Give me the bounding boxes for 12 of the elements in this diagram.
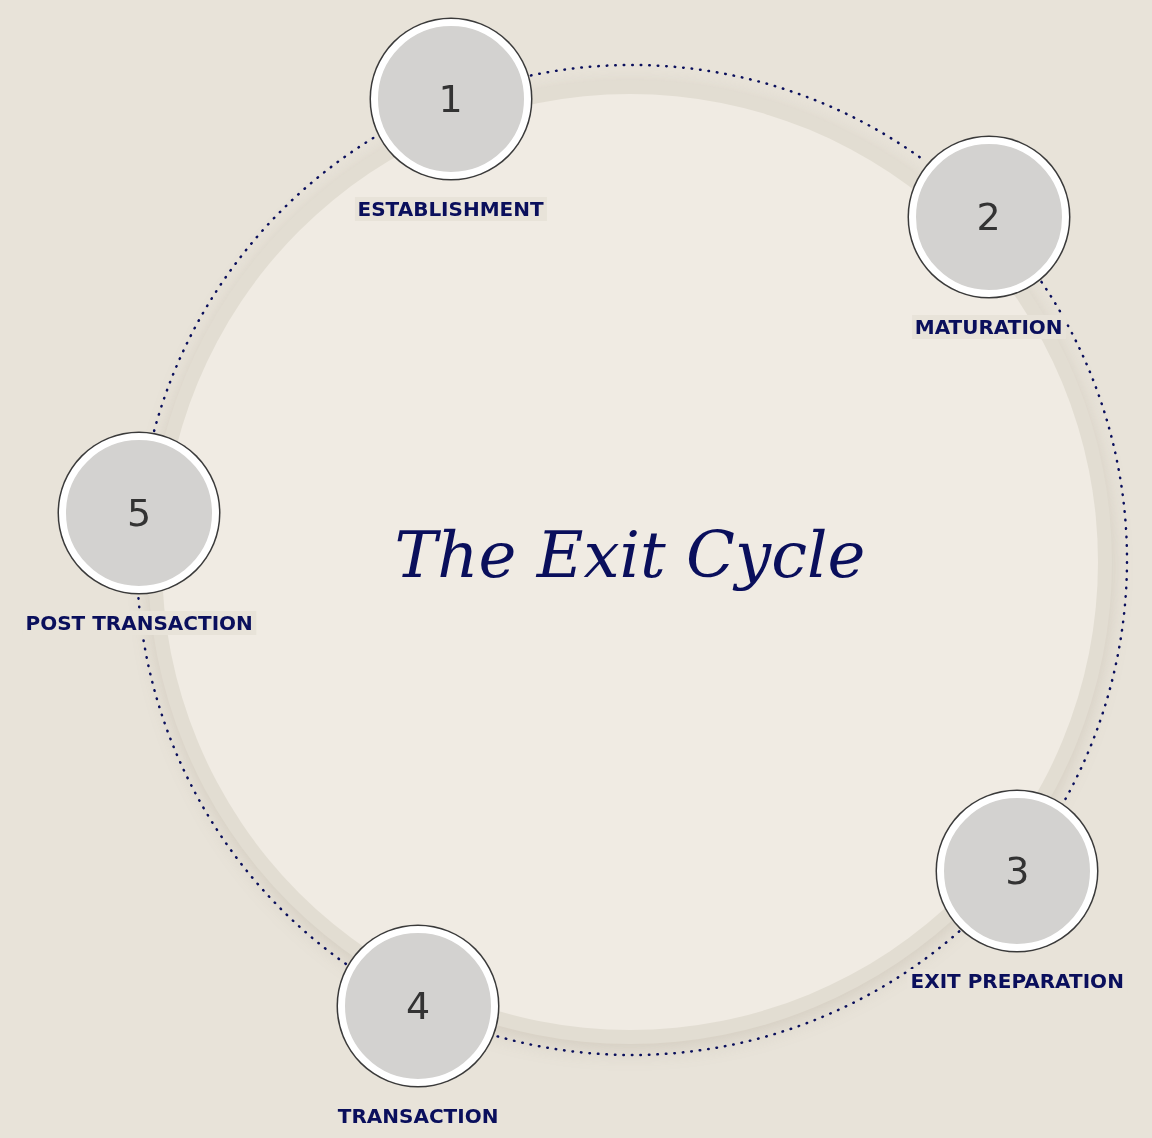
dotted-connector (152, 135, 377, 433)
step-label: ESTABLISHMENT (354, 197, 547, 222)
step-number: 1 (438, 77, 463, 122)
step-number: 5 (127, 491, 152, 536)
step-number: 4 (406, 984, 431, 1029)
step-number: 2 (976, 194, 1001, 239)
step-label: MATURATION (911, 314, 1066, 339)
step-number: 3 (1005, 848, 1030, 893)
dotted-connector (1040, 280, 1129, 803)
diagram-title: The Exit Cycle (394, 518, 866, 592)
dotted-connector (137, 596, 348, 966)
dotted-connector (495, 930, 961, 1057)
